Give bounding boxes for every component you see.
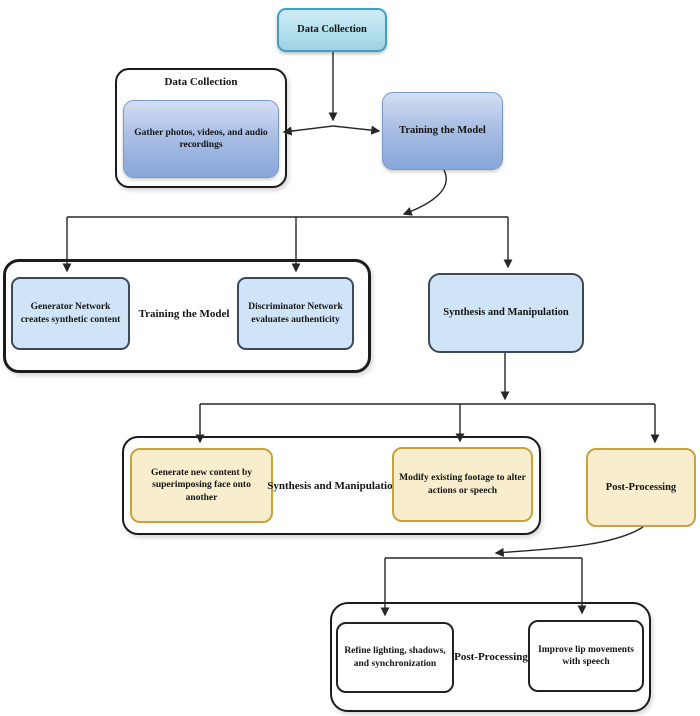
arrow-junction-left [282,125,334,136]
node-generator-network: Generator Network creates synthetic cont… [11,277,130,350]
group-data-collection-title: Data Collection [164,76,238,88]
node-synthesis-manipulation: Synthesis and Manipulation [428,273,584,353]
node-generate-content: Generate new content by superimposing fa… [130,448,273,523]
group-training-model-label: Training the Model [138,308,230,320]
node-gather-data: Gather photos, videos, and audio recordi… [123,100,279,178]
group-post-processing-label: Post-Processing [454,651,528,663]
arrow-training-curve [402,169,447,216]
node-training-model: Training the Model [382,92,503,170]
node-data-collection: Data Collection [277,8,387,52]
node-refine-lighting: Refine lighting, shadows, and synchroniz… [336,622,454,693]
group-synthesis-label: Synthesis and Manipulation [267,480,399,492]
node-modify-footage: Modify existing footage to alter actions… [392,447,533,522]
node-improve-lip-movements: Improve lip movements with speech [528,620,644,692]
node-discriminator-network: Discriminator Network evaluates authenti… [237,277,354,350]
node-post-processing: Post-Processing [586,448,696,527]
arrow-junction-right [332,125,381,135]
